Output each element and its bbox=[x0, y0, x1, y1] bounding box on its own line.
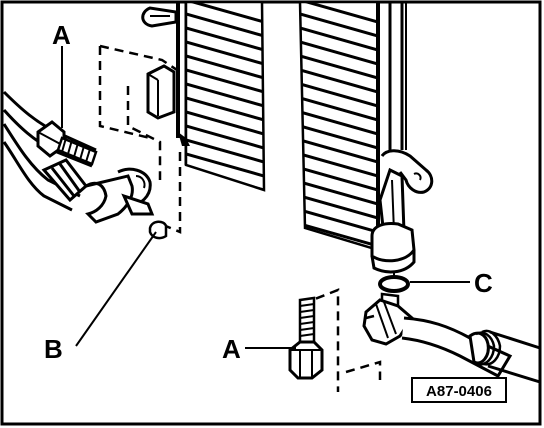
label-b: B bbox=[44, 334, 63, 364]
reference-code-box: A87-0406 bbox=[411, 377, 507, 403]
condenser-outlet bbox=[370, 149, 434, 274]
bolt-a-lower bbox=[288, 296, 324, 380]
pipe-fitting-left bbox=[41, 158, 155, 224]
refrigerant-hose-right bbox=[468, 329, 541, 384]
condenser-right bbox=[298, 0, 407, 252]
reference-code: A87-0406 bbox=[426, 383, 492, 400]
o-ring bbox=[378, 275, 410, 293]
leader-lines bbox=[61, 46, 470, 349]
rubber-mount bbox=[146, 64, 176, 120]
bolt-a-upper bbox=[36, 120, 98, 166]
label-a-upper: A bbox=[52, 20, 71, 50]
label-c: C bbox=[474, 268, 493, 298]
condenser-left bbox=[141, 0, 266, 192]
label-a-lower: A bbox=[222, 334, 241, 364]
bracket-outline-right bbox=[301, 288, 382, 392]
